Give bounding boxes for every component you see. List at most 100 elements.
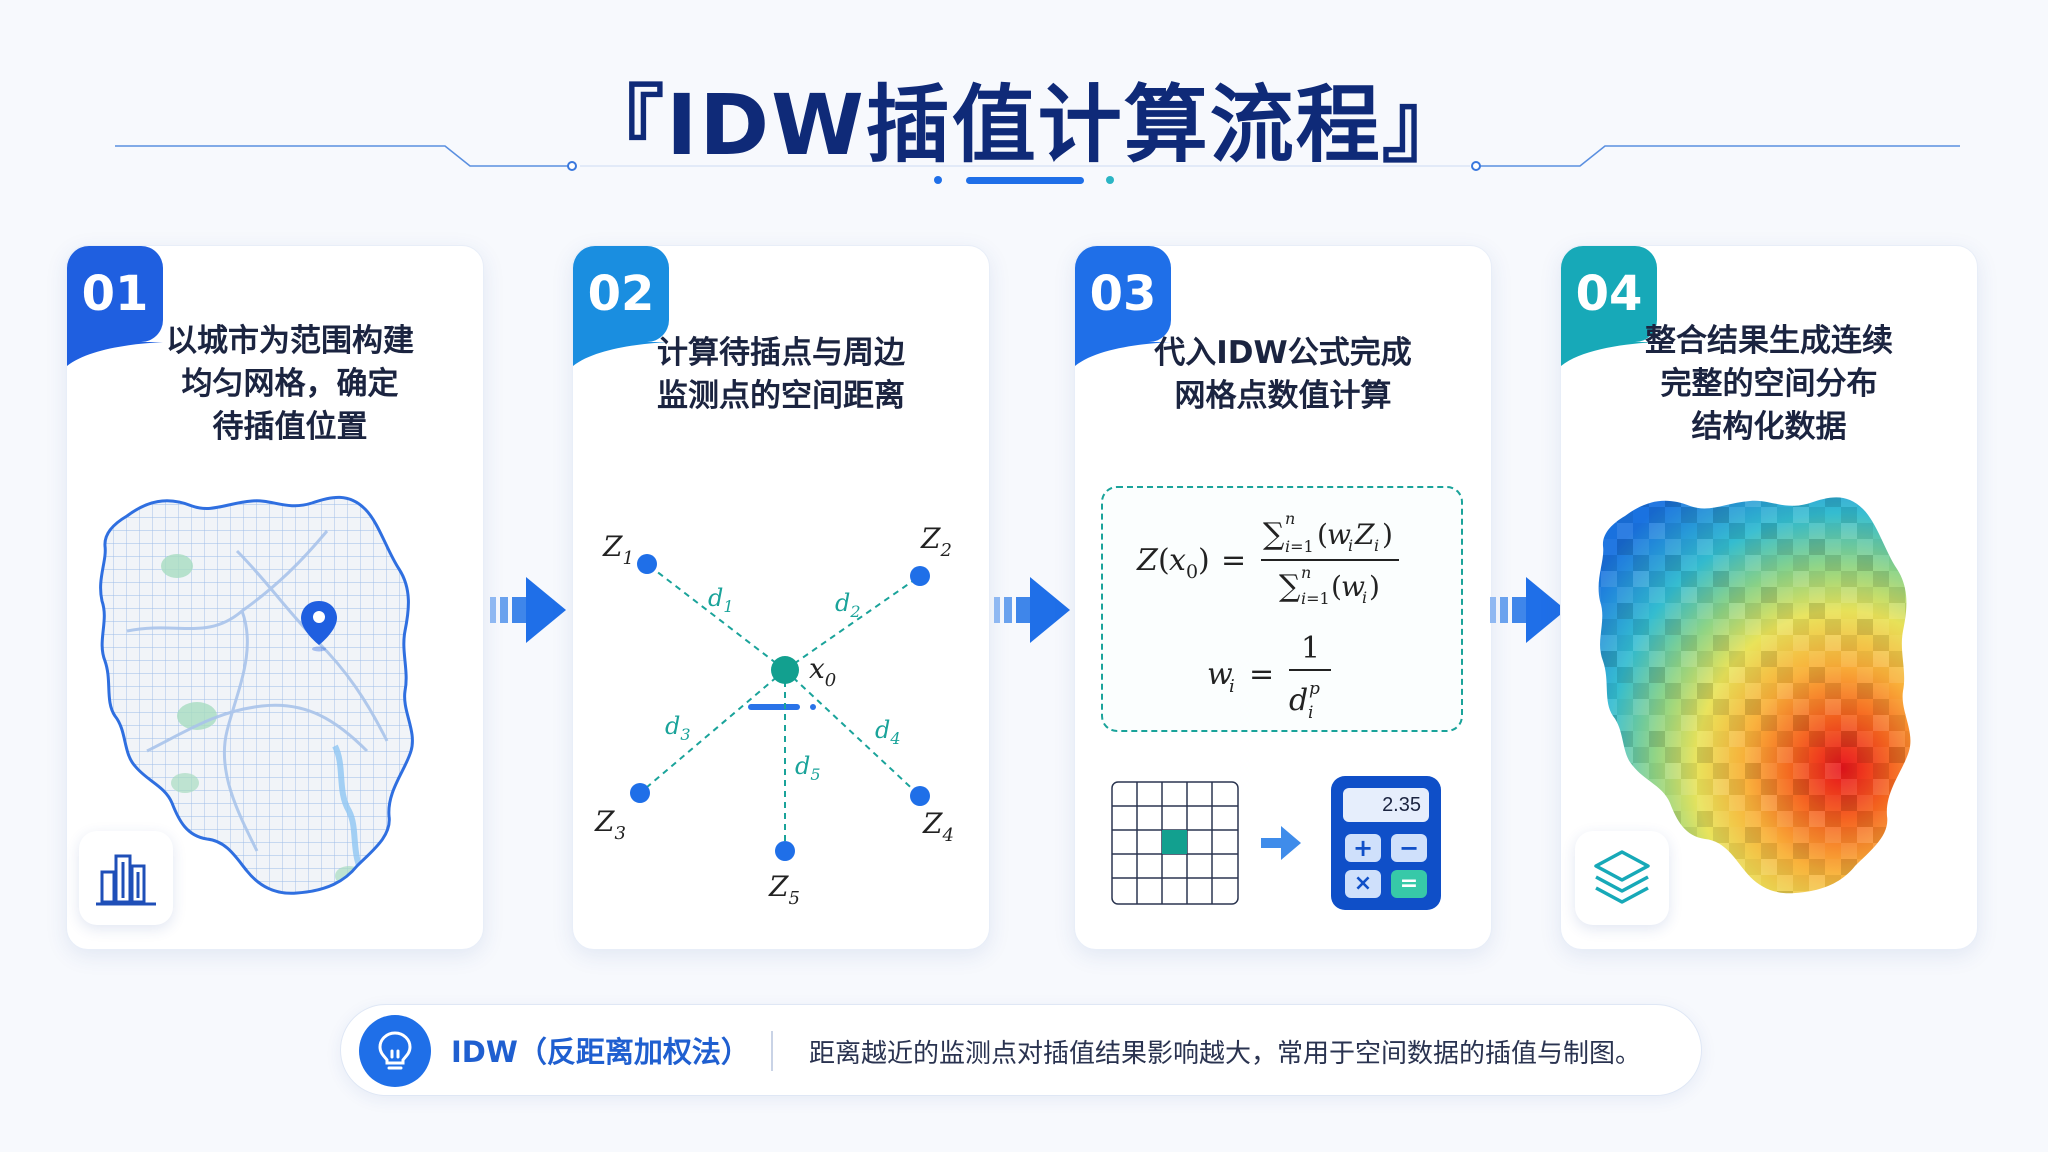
heatmap-cell bbox=[1633, 651, 1649, 667]
heatmap-cell bbox=[1649, 539, 1665, 555]
heatmap-cell bbox=[1761, 875, 1777, 891]
heatmap-cell bbox=[1697, 491, 1713, 507]
heatmap-cell bbox=[1873, 747, 1889, 763]
svg-text:0: 0 bbox=[1186, 561, 1198, 583]
heatmap-cell bbox=[1889, 555, 1905, 571]
monitor-point bbox=[910, 566, 930, 586]
heatmap-cell bbox=[1777, 747, 1793, 763]
heatmap-cell bbox=[1937, 523, 1953, 539]
heatmap-cell bbox=[1809, 603, 1825, 619]
heatmap-cell bbox=[1601, 523, 1617, 539]
heatmap-cell bbox=[1697, 827, 1713, 843]
heatmap-cell bbox=[1617, 763, 1633, 779]
heatmap-cell bbox=[1729, 907, 1745, 911]
heatmap-cell bbox=[1873, 571, 1889, 587]
svg-text:Z: Z bbox=[1354, 518, 1375, 551]
monitor-point bbox=[775, 841, 795, 861]
heatmap-cell bbox=[1617, 731, 1633, 747]
heatmap-cell bbox=[1665, 603, 1681, 619]
heatmap-cell bbox=[1857, 683, 1873, 699]
heatmap-cell bbox=[1649, 747, 1665, 763]
heatmap-cell bbox=[1649, 651, 1665, 667]
heatmap-cell bbox=[1969, 491, 1975, 507]
svg-text:x: x bbox=[1169, 543, 1186, 578]
step-badge-3: 03 bbox=[1075, 246, 1171, 342]
heatmap-cell bbox=[1937, 891, 1953, 907]
heatmap-cell bbox=[1617, 747, 1633, 763]
heatmap-cell bbox=[1598, 747, 1601, 763]
step-badge-4: 04 bbox=[1561, 246, 1657, 342]
heatmap-cell bbox=[1889, 763, 1905, 779]
heatmap-cell bbox=[1665, 811, 1681, 827]
heatmap-cell bbox=[1825, 747, 1841, 763]
heatmap-cell bbox=[1745, 603, 1761, 619]
svg-text:d1: d1 bbox=[708, 584, 734, 616]
heatmap-cell bbox=[1905, 891, 1911, 894]
heatmap-cell bbox=[1681, 587, 1697, 603]
heatmap-cell bbox=[1745, 843, 1761, 859]
heatmap-cell bbox=[1697, 699, 1713, 715]
heatmap-cell bbox=[1841, 827, 1857, 843]
divider bbox=[771, 1031, 773, 1071]
heatmap-cell bbox=[1873, 603, 1889, 619]
heatmap-cell bbox=[1953, 891, 1969, 907]
heatmap-cell bbox=[1857, 795, 1873, 811]
heatmap-cell bbox=[1745, 811, 1761, 827]
heatmap-cell bbox=[1809, 651, 1825, 667]
heatmap-cell bbox=[1921, 619, 1937, 635]
heatmap-cell bbox=[1777, 523, 1793, 539]
heatmap-cell bbox=[1713, 811, 1729, 827]
heatmap-cell bbox=[1601, 795, 1617, 811]
svg-text:∑: ∑ bbox=[1279, 569, 1301, 604]
heatmap-cell bbox=[1969, 811, 1975, 827]
heatmap-cell bbox=[1825, 507, 1841, 523]
heatmap-cell bbox=[1873, 651, 1889, 667]
heatmap-cell bbox=[1921, 523, 1937, 539]
heatmap-cell bbox=[1841, 763, 1857, 779]
heatmap-cell bbox=[1617, 587, 1633, 603]
heatmap-cell bbox=[1825, 539, 1841, 555]
heatmap-cell bbox=[1905, 715, 1921, 731]
heatmap-cell bbox=[1793, 763, 1809, 779]
heatmap-cell bbox=[1857, 891, 1873, 894]
heatmap-cell bbox=[1841, 497, 1857, 507]
heatmap-cell bbox=[1617, 635, 1633, 651]
heatmap-cell bbox=[1921, 859, 1937, 875]
svg-text:n: n bbox=[1285, 509, 1295, 528]
heatmap-cell bbox=[1969, 507, 1975, 523]
badge-tail bbox=[67, 342, 163, 366]
heatmap-cell bbox=[1937, 555, 1953, 571]
heatmap-cell bbox=[1777, 571, 1793, 587]
svg-text:i: i bbox=[1308, 703, 1313, 723]
heatmap-cell bbox=[1889, 795, 1905, 811]
heatmap-cell bbox=[1809, 571, 1825, 587]
heatmap-cell bbox=[1873, 779, 1889, 795]
heatmap-cell bbox=[1729, 747, 1745, 763]
svg-text:i: i bbox=[1229, 676, 1235, 697]
heatmap-cell bbox=[1633, 587, 1649, 603]
heatmap-cell bbox=[1665, 555, 1681, 571]
heatmap-cell bbox=[1713, 587, 1729, 603]
heatmap-cell bbox=[1697, 619, 1713, 635]
heatmap-cell bbox=[1825, 683, 1841, 699]
heatmap-cell bbox=[1921, 715, 1937, 731]
heatmap-cell bbox=[1649, 795, 1665, 811]
heatmap-cell bbox=[1921, 779, 1937, 795]
heatmap-cell bbox=[1793, 715, 1809, 731]
heatmap-cell bbox=[1889, 507, 1905, 523]
heatmap-cell bbox=[1585, 763, 1601, 779]
heatmap-cell bbox=[1697, 795, 1713, 811]
heatmap-cell bbox=[1761, 731, 1777, 747]
heatmap-cell bbox=[1937, 699, 1953, 715]
heatmap-cell bbox=[1777, 843, 1793, 859]
heatmap-cell bbox=[1598, 795, 1601, 811]
city-buildings-icon bbox=[79, 831, 173, 925]
heatmap-cell bbox=[1713, 715, 1729, 731]
heatmap-cell bbox=[1953, 587, 1969, 603]
heatmap-cell bbox=[1681, 651, 1697, 667]
heatmap-cell bbox=[1729, 715, 1745, 731]
heatmap-cell bbox=[1713, 603, 1729, 619]
heatmap-cell bbox=[1745, 747, 1761, 763]
heatmap-cell bbox=[1713, 497, 1729, 507]
grid-cell-icon bbox=[1111, 781, 1239, 905]
